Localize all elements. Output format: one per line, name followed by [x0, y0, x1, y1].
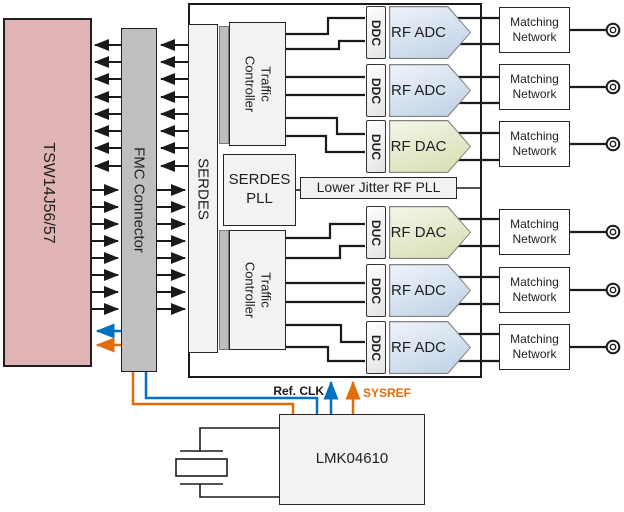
- rf-port-connector-icon: [605, 22, 621, 38]
- traffic-top-wires: [286, 16, 365, 154]
- traffic-controller-bottom-label: Traffic Controller: [242, 261, 274, 319]
- fmc-to-tsw-arrows: [94, 39, 121, 172]
- matching-network-label: Matching Network: [510, 332, 559, 361]
- traffic-controller-top-label: Traffic Controller: [242, 55, 274, 113]
- matching-network-label: Matching Network: [510, 15, 559, 44]
- serdes-interface-bar: [219, 230, 229, 350]
- ddc-block-3: DDC: [366, 264, 386, 317]
- lmk-label: LMK04610: [315, 450, 389, 468]
- rf-port-connector-icon: [605, 339, 621, 355]
- matching-network-1: Matching Network: [499, 7, 570, 53]
- rf-adc-label: RF ADC: [391, 82, 447, 99]
- ddc-block-2: DDC: [366, 64, 386, 117]
- ddc-label: DDC: [369, 77, 383, 104]
- port-wires: [570, 28, 606, 349]
- rf-adc-label: RF ADC: [391, 282, 447, 299]
- tsw-capture-card: TSW14J56/57: [3, 18, 92, 367]
- matching-network-3: Matching Network: [499, 121, 570, 167]
- serdes-pll-label: SERDES PLL: [228, 171, 291, 207]
- rf-dac-label: RF DAC: [390, 224, 447, 241]
- matching-network-label: Matching Network: [510, 129, 559, 158]
- rf-port-connector-icon: [605, 282, 621, 298]
- rf-adc-block-4: RF ADC: [389, 321, 471, 374]
- matching-network-4: Matching Network: [499, 209, 570, 255]
- fmc-to-serdes-arrows: [157, 184, 186, 315]
- serdes-block: SERDES: [188, 24, 218, 353]
- duc-label: DUC: [369, 219, 383, 246]
- rf-adc-block-1: RF ADC: [389, 6, 471, 59]
- rf-port-connector-icon: [605, 136, 621, 152]
- matching-network-label: Matching Network: [510, 217, 559, 246]
- tsw-to-fmc-arrows: [92, 184, 119, 315]
- fmc-connector: FMC Connector: [121, 28, 157, 372]
- traffic-bottom-wires: [286, 222, 365, 363]
- rf-port-connector-icon: [605, 224, 621, 240]
- ddc-label: DDC: [369, 334, 383, 361]
- matching-network-5: Matching Network: [499, 267, 570, 313]
- rf-adc-block-3: RF ADC: [389, 264, 471, 317]
- ref-clk-label: Ref. CLK: [273, 384, 324, 398]
- serdes-interface-bar: [219, 26, 229, 144]
- matching-network-2: Matching Network: [499, 64, 570, 110]
- rf-dac-label: RF DAC: [390, 138, 447, 155]
- crystal-oscillator-icon: [175, 427, 279, 498]
- rf-port-connector-icon: [605, 79, 621, 95]
- tsw-label: TSW14J56/57: [39, 141, 57, 244]
- traffic-controller-top: Traffic Controller: [229, 22, 286, 146]
- sysref-label: SYSREF: [363, 386, 412, 400]
- matching-network-6: Matching Network: [499, 324, 570, 370]
- ddc-label: DDC: [369, 19, 383, 46]
- rf-port-icons: [605, 22, 621, 355]
- serdes-pll-block: SERDES PLL: [223, 154, 296, 226]
- fmc-label: FMC Connector: [130, 147, 148, 253]
- rf-adc-block-2: RF ADC: [389, 64, 471, 117]
- rf-dac-block-1: RF DAC: [389, 120, 471, 173]
- rf-dac-block-2: RF DAC: [389, 206, 471, 259]
- matching-network-label: Matching Network: [510, 72, 559, 101]
- rf-pll-label: Lower Jitter RF PLL: [316, 179, 441, 196]
- ddc-label: DDC: [369, 277, 383, 304]
- duc-block-1: DUC: [366, 120, 386, 173]
- rf-pll-block: Lower Jitter RF PLL: [300, 177, 457, 199]
- traffic-controller-bottom: Traffic Controller: [229, 230, 286, 350]
- ddc-block-1: DDC: [366, 6, 386, 59]
- serdes-to-fmc-arrows: [160, 39, 188, 172]
- duc-block-2: DUC: [366, 206, 386, 259]
- serdes-label: SERDES: [194, 157, 212, 220]
- matching-network-label: Matching Network: [510, 275, 559, 304]
- lmk-clock-chip: LMK04610: [279, 414, 425, 505]
- rf-adc-label: RF ADC: [391, 24, 447, 41]
- ddc-block-4: DDC: [366, 321, 386, 374]
- rf-adc-label: RF ADC: [391, 339, 447, 356]
- duc-label: DUC: [369, 133, 383, 160]
